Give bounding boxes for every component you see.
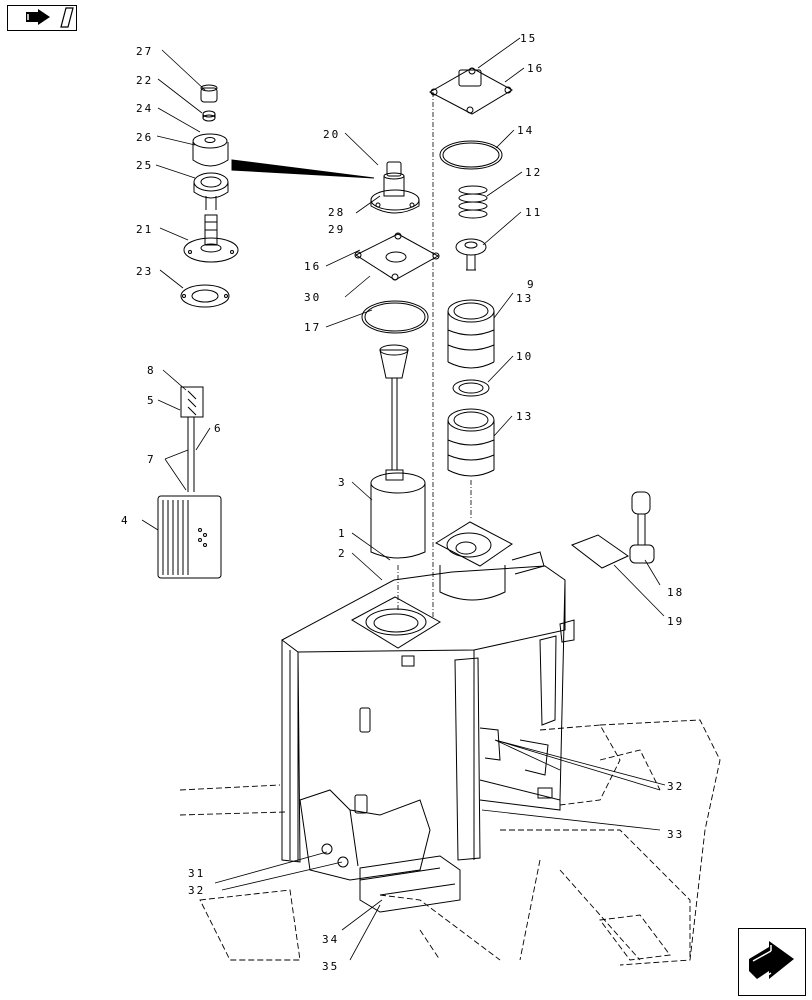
callout-26: 26 xyxy=(136,131,153,144)
part-27-cap xyxy=(200,84,218,103)
callout-labels: 27 22 24 26 25 21 23 20 28 29 16 30 17 8… xyxy=(121,32,684,973)
assembly-axis xyxy=(397,92,472,617)
callout-13-upper: 13 xyxy=(516,292,533,305)
part-3-filter-element xyxy=(370,344,426,559)
arrow-previous-icon xyxy=(26,7,74,28)
callout-23: 23 xyxy=(136,265,153,278)
callout-10: 10 xyxy=(516,350,533,363)
part-34-bracket xyxy=(321,843,461,913)
callout-11: 11 xyxy=(525,206,542,219)
part-19-label-plate xyxy=(570,534,629,569)
part-20-breather xyxy=(370,161,420,214)
callout-15: 15 xyxy=(520,32,537,45)
part-10-washer xyxy=(452,379,490,397)
leader-lines xyxy=(141,37,666,961)
callout-8: 8 xyxy=(147,364,156,377)
part-13-element-upper xyxy=(447,299,495,369)
callout-3: 3 xyxy=(338,476,347,489)
next-page-button[interactable] xyxy=(738,928,806,996)
part-18-rod xyxy=(629,491,655,564)
callout-21: 21 xyxy=(136,223,153,236)
callout-30: 30 xyxy=(304,291,321,304)
part-15-cover xyxy=(428,67,514,115)
part-26-housing xyxy=(192,133,229,167)
part-12-spring xyxy=(458,185,488,219)
part-1-filler-neck xyxy=(434,521,545,601)
part-14-oring xyxy=(439,140,503,170)
callout-17: 17 xyxy=(304,321,321,334)
callout-1: 1 xyxy=(338,527,347,540)
callout-28: 28 xyxy=(328,206,345,219)
callout-19: 19 xyxy=(667,615,684,628)
part-13-element-lower xyxy=(447,408,495,477)
callout-20: 20 xyxy=(323,128,340,141)
assembly-pointer xyxy=(231,159,375,179)
callout-6: 6 xyxy=(214,422,223,435)
callout-25: 25 xyxy=(136,159,153,172)
part-30-plate xyxy=(354,232,440,281)
part-21-flange-shaft xyxy=(183,214,239,263)
callout-16-left: 16 xyxy=(304,260,321,273)
callout-22: 22 xyxy=(136,74,153,87)
callout-5: 5 xyxy=(147,394,156,407)
callout-33: 33 xyxy=(667,828,684,841)
callout-13-lower: 13 xyxy=(516,410,533,423)
part-22-nut xyxy=(202,110,216,122)
arrow-next-icon xyxy=(749,941,794,982)
previous-page-button[interactable] xyxy=(7,5,77,31)
callout-24: 24 xyxy=(136,102,153,115)
callout-27: 27 xyxy=(136,45,153,58)
callout-4: 4 xyxy=(121,514,130,527)
part-11-valve xyxy=(455,238,487,271)
tank-body xyxy=(281,565,575,881)
callout-9: 9 xyxy=(527,278,536,291)
part-23-gasket xyxy=(180,284,230,308)
part-17-oring xyxy=(361,300,429,334)
part-4-strainer xyxy=(157,386,222,579)
callout-35: 35 xyxy=(322,960,339,973)
callout-2: 2 xyxy=(338,547,347,560)
callout-32-right: 32 xyxy=(667,780,684,793)
callout-32-left: 32 xyxy=(188,884,205,897)
callout-34: 34 xyxy=(322,933,339,946)
callout-7: 7 xyxy=(147,453,156,466)
callout-18: 18 xyxy=(667,586,684,599)
callout-29: 29 xyxy=(328,223,345,236)
callout-31: 31 xyxy=(188,867,205,880)
part-25-bearing xyxy=(193,172,229,210)
machine-frame xyxy=(179,719,721,966)
callout-16-right: 16 xyxy=(527,62,544,75)
callout-12: 12 xyxy=(525,166,542,179)
callout-14: 14 xyxy=(517,124,534,137)
